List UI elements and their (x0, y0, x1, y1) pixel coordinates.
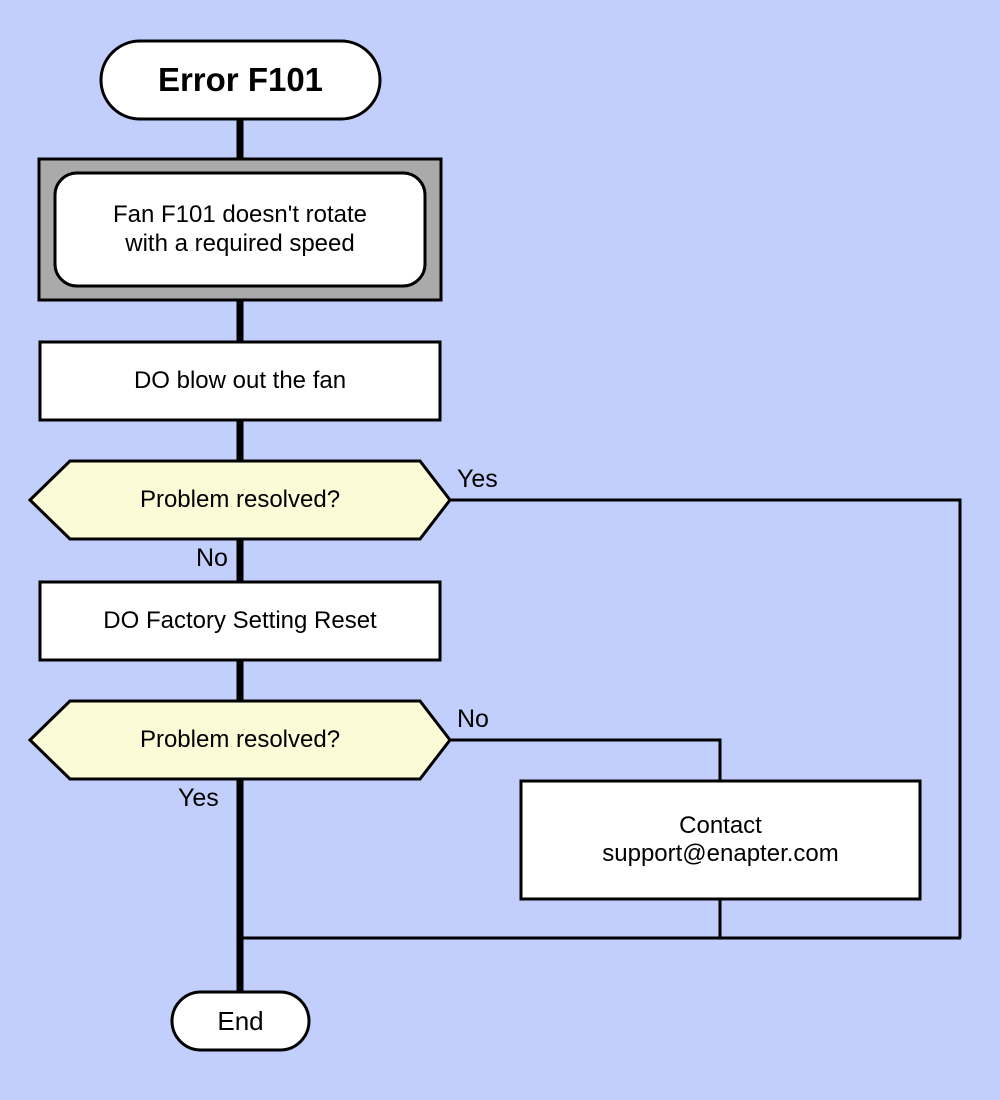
edge-decision-two-no (450, 738, 722, 781)
node-symptom-shape[interactable] (53, 171, 427, 288)
node-action-blow-shape[interactable] (38, 340, 442, 422)
node-action-reset-shape[interactable] (38, 580, 442, 662)
edge-decision-one-yes (450, 498, 962, 938)
node-contact-shape[interactable] (519, 779, 922, 901)
node-start-shape[interactable] (99, 39, 382, 121)
node-decision-two-shape[interactable] (27, 699, 452, 781)
node-decision-one-shape[interactable] (27, 459, 452, 541)
node-end-shape[interactable] (170, 990, 311, 1052)
connectors (236, 118, 962, 993)
